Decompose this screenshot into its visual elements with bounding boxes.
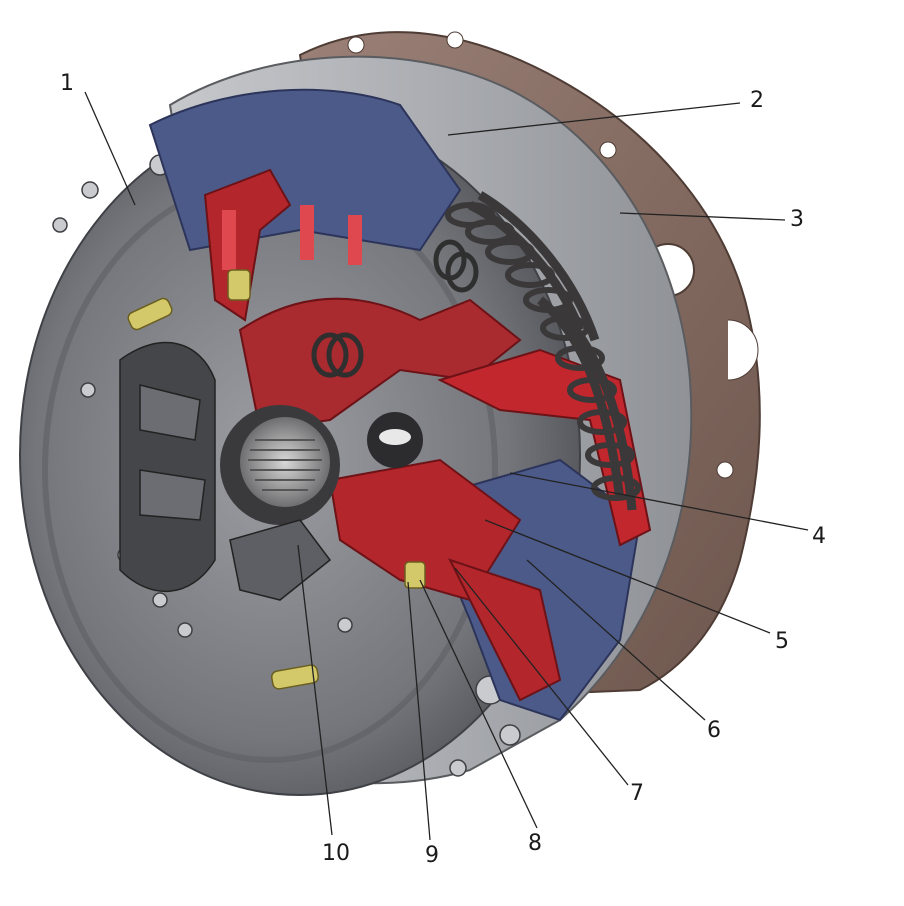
leader-4 (509, 472, 809, 531)
callout-10: 10 (322, 841, 350, 866)
leader-8 (419, 579, 538, 829)
disc-springs (127, 269, 426, 690)
callout-3: 3 (790, 207, 804, 232)
callout-1: 1 (60, 71, 74, 96)
arc-spring (445, 191, 641, 511)
callout-5: 5 (775, 629, 789, 654)
splined-hub (220, 405, 423, 525)
leader-6 (526, 559, 706, 721)
leader-3 (619, 212, 786, 221)
leader-9 (407, 581, 431, 841)
leader-5 (484, 519, 771, 634)
cutaway-sections (203, 168, 652, 702)
clutch-disc (119, 341, 332, 601)
callout-7: 7 (630, 781, 644, 806)
leader-lines (84, 91, 809, 841)
leader-1 (84, 91, 136, 206)
callout-2: 2 (750, 88, 764, 113)
leader-2 (447, 102, 741, 136)
damper-springs (311, 239, 479, 378)
callout-9: 9 (425, 843, 439, 868)
leader-7 (454, 567, 629, 786)
callout-4: 4 (812, 524, 826, 549)
callout-labels: 1 2 3 4 5 6 7 8 9 10 (60, 71, 826, 868)
leader-10 (297, 544, 333, 836)
callout-8: 8 (528, 831, 542, 856)
callout-6: 6 (707, 718, 721, 743)
